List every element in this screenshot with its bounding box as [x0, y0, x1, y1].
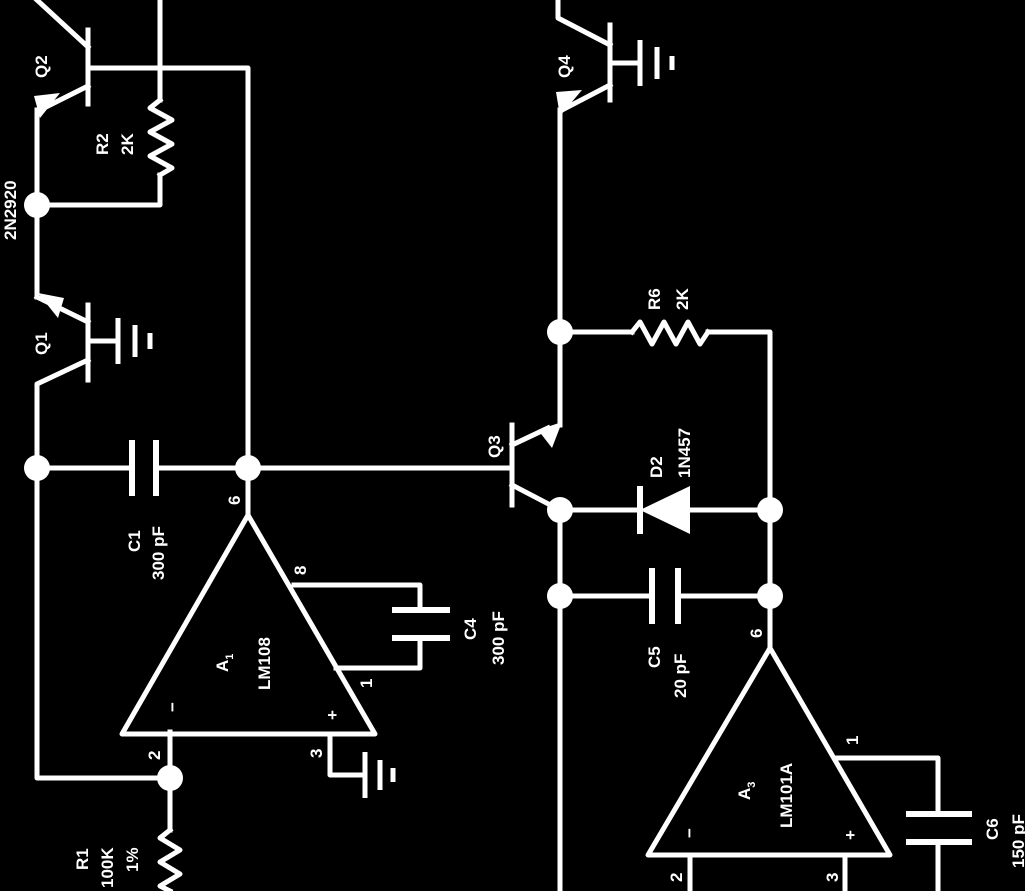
r1-resistor — [157, 826, 183, 891]
a3-opamp — [645, 645, 893, 858]
d2-name: D2 — [647, 456, 666, 478]
d2-value: 1N457 — [675, 428, 694, 478]
q1-label: Q1 — [32, 332, 51, 355]
c4-capacitor — [392, 607, 450, 641]
a3-pin-3: 3 — [823, 873, 842, 882]
a1-pin-8: 8 — [291, 566, 310, 575]
q4-emitter-arrow — [556, 90, 582, 116]
q2-label: Q2 — [32, 55, 51, 78]
r6-name: R6 — [645, 288, 664, 310]
left-junctions — [24, 192, 261, 791]
a1-ground-icon — [362, 752, 396, 798]
a1-minus: − — [163, 702, 182, 712]
c5-value: 20 pF — [671, 654, 690, 698]
a3-pin-1: 1 — [843, 736, 862, 745]
r1-tolerance: 1% — [123, 847, 142, 872]
a1-pin-3: 3 — [307, 749, 326, 758]
c5-capacitor — [649, 568, 681, 624]
c1-value: 300 pF — [149, 526, 168, 580]
r1-value: 100K — [98, 847, 117, 888]
q3-label: Q3 — [485, 435, 504, 458]
q4-ground-icon — [610, 40, 675, 86]
right-junctions — [547, 319, 783, 609]
r2-value: 2K — [118, 133, 137, 155]
c6-value: 150 pF — [1009, 814, 1025, 868]
q2-part-label: 2N2920 — [1, 180, 20, 240]
r2-resistor — [147, 96, 175, 179]
c6-name: C6 — [983, 818, 1002, 840]
r2-name: R2 — [93, 133, 112, 155]
r6-value: 2K — [673, 288, 692, 310]
a3-part: LM101A — [777, 763, 796, 828]
r6-resistor — [628, 319, 712, 347]
c4-value: 300 pF — [489, 611, 508, 665]
c1-name: C1 — [125, 530, 144, 552]
a3-minus: − — [680, 828, 699, 838]
q1-emitter-arrow — [38, 293, 64, 318]
a1-plus: + — [323, 710, 342, 720]
c4-name: C4 — [461, 618, 480, 640]
a1-pin-1: 1 — [357, 679, 376, 688]
q3-emitter-arrow — [538, 422, 562, 448]
d2-diode — [637, 486, 690, 534]
c5-name: C5 — [645, 646, 664, 668]
a1-opamp — [119, 512, 378, 737]
a1-name: A1 — [213, 654, 236, 672]
a3-plus: + — [841, 830, 860, 840]
a1-pin-6: 6 — [225, 496, 244, 505]
a3-pin-6: 6 — [747, 629, 766, 638]
q4-label: Q4 — [555, 55, 574, 78]
a3-pin-2: 2 — [667, 873, 686, 882]
a1-pin-2: 2 — [145, 751, 164, 760]
c1-capacitor — [129, 440, 159, 496]
r1-name: R1 — [73, 848, 92, 870]
q2-emitter-arrow — [34, 93, 60, 118]
a3-name: A3 — [735, 782, 758, 800]
left-wiring — [33, 0, 513, 833]
q1-ground-icon — [88, 318, 153, 364]
a1-part: LM108 — [255, 637, 274, 690]
c6-capacitor — [906, 811, 972, 845]
right-wiring — [508, 0, 941, 891]
